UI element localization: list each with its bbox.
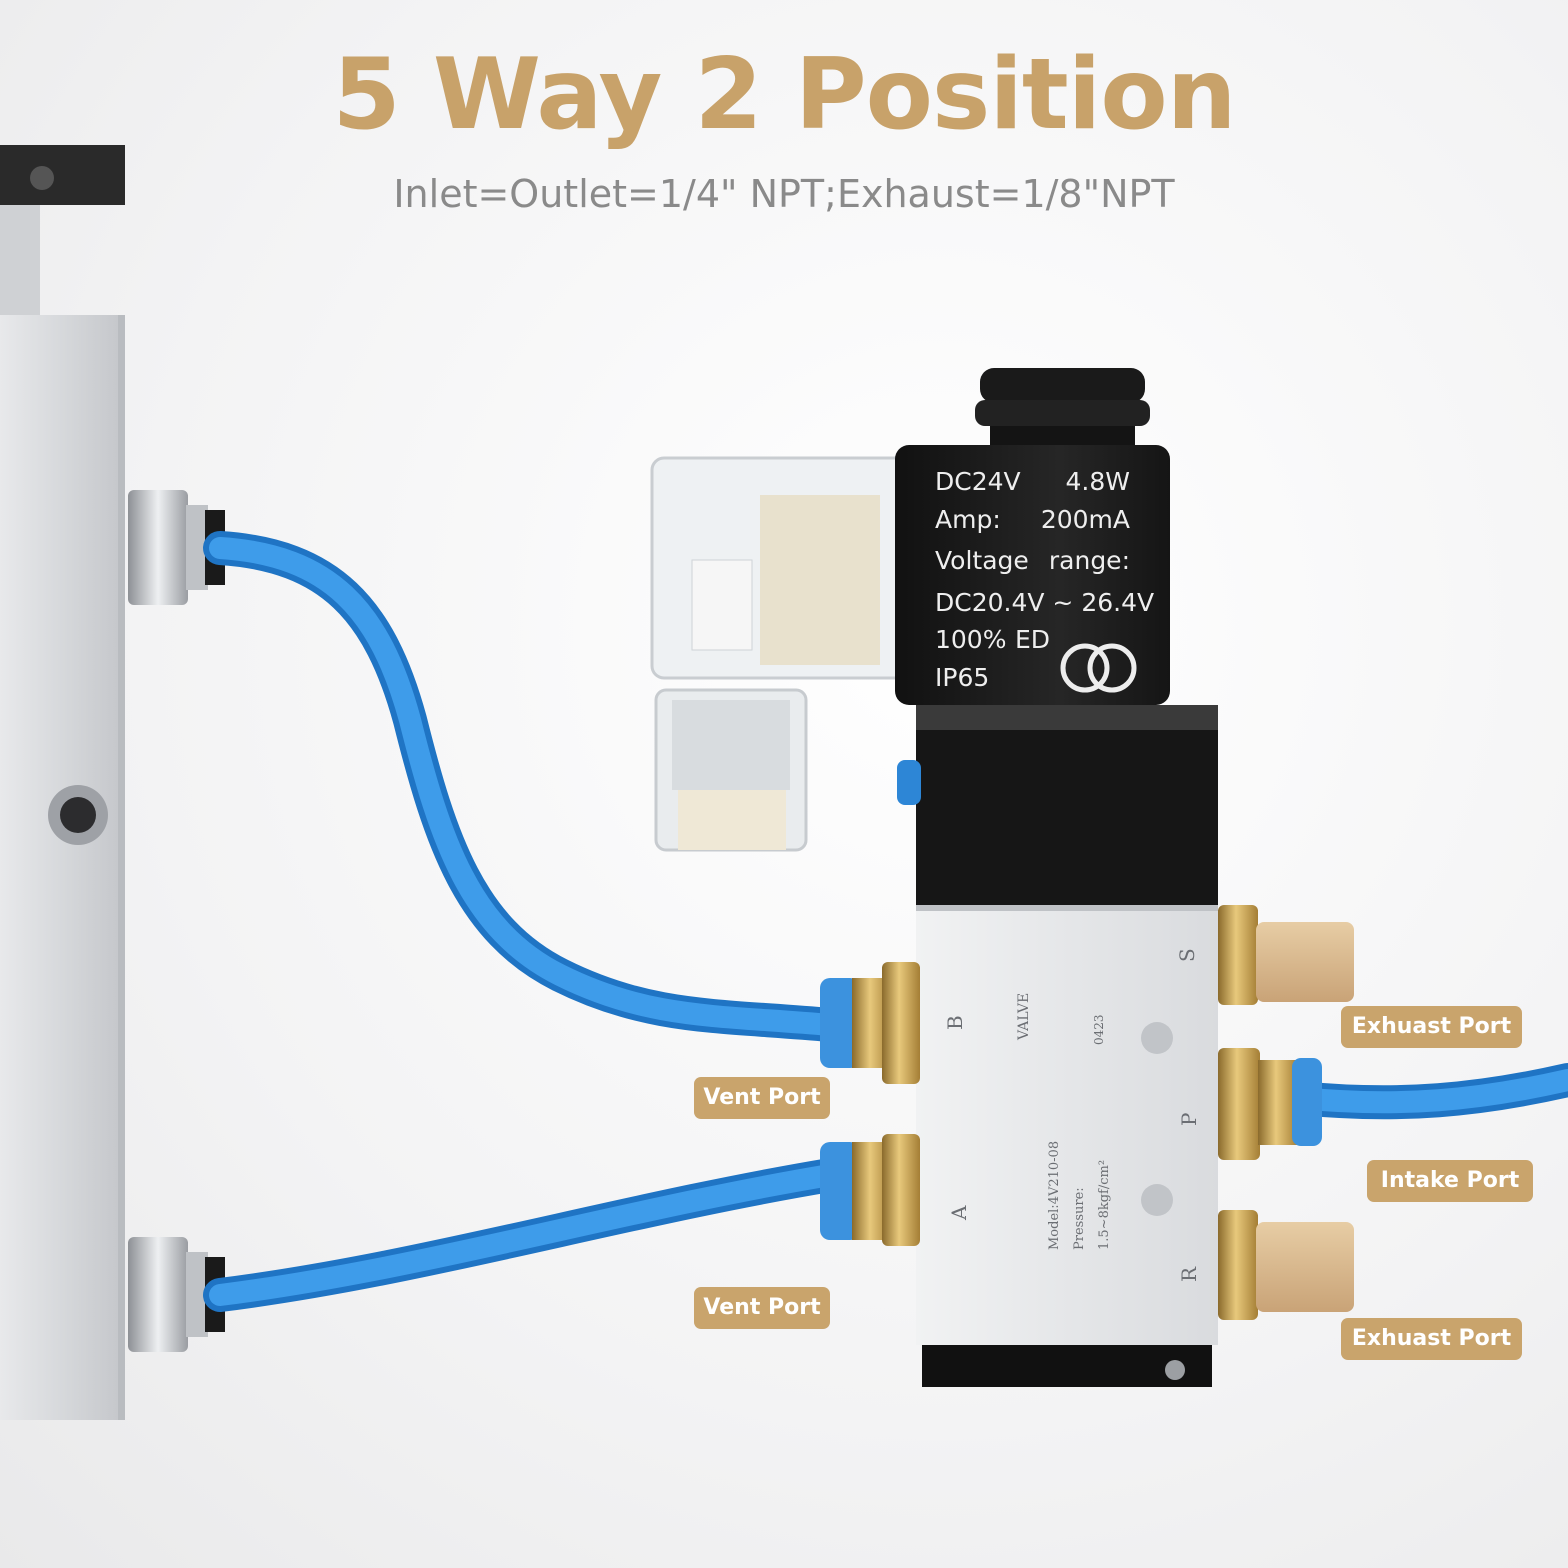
coil-line-6-left: IP65 <box>935 663 989 692</box>
valve-model: Model:4V210-08 <box>1047 1141 1062 1250</box>
exhaust-muffler-bottom <box>1218 1210 1354 1320</box>
valve-end-cap <box>922 1345 1212 1387</box>
label-exhaust-port-bottom: Exhuast Port <box>1341 1318 1522 1360</box>
valve-engraving: VALVE Model:4V210-08 Pressure: 1.5~8kgf/… <box>943 948 1201 1282</box>
coil-line-3-right: range: <box>1049 546 1130 575</box>
ce-mark <box>1060 643 1137 693</box>
coil-line-1-left: DC24V <box>935 467 1021 496</box>
coil-line-3-left: Voltage <box>935 546 1029 575</box>
page-subtitle: Inlet=Outlet=1/4" NPT;Exhaust=1/8"NPT <box>393 172 1175 216</box>
coil-line-5-right: ED <box>1015 625 1050 654</box>
port-letter-s: S <box>1175 948 1199 962</box>
port-letter-p: P <box>1177 1113 1201 1126</box>
valve-body <box>916 905 1218 1345</box>
coil-cap <box>975 368 1150 448</box>
valve-pilot-section <box>916 705 1218 910</box>
port-letter-b: B <box>943 1015 967 1030</box>
port-a-fitting <box>820 1134 920 1246</box>
port-letter-a: A <box>947 1205 971 1221</box>
intake-fitting <box>1218 1048 1322 1160</box>
valve-pressure-label: Pressure: <box>1072 1187 1087 1250</box>
din-connector <box>650 456 916 852</box>
label-vent-port-bottom: Vent Port <box>694 1287 830 1329</box>
port-letter-r: R <box>1177 1266 1201 1282</box>
valve-code: 0423 <box>1092 1014 1106 1045</box>
coil-line-1-right: 4.8W <box>1066 467 1130 496</box>
exhaust-muffler-top <box>1218 905 1354 1005</box>
label-intake-port: Intake Port <box>1367 1160 1533 1202</box>
manual-override-button <box>897 760 921 805</box>
coil-line-5-left: 100% <box>935 625 1006 654</box>
page-title: 5 Way 2 Position <box>332 38 1237 152</box>
label-exhaust-port-top: Exhuast Port <box>1341 1006 1522 1048</box>
coil-label: DC24V 4.8W Amp: 200mA Voltage range: DC2… <box>935 467 1154 692</box>
tubing <box>203 531 1568 1312</box>
valve-pressure-range: 1.5~8kgf/cm² <box>1097 1160 1112 1250</box>
label-vent-port-top: Vent Port <box>694 1077 830 1119</box>
coil-line-2-left: Amp: <box>935 505 1001 534</box>
air-cylinder <box>0 145 225 1420</box>
valve-brand: VALVE <box>1016 993 1032 1041</box>
port-b-fitting <box>820 962 920 1084</box>
solenoid-coil <box>895 445 1170 705</box>
coil-line-4-left: DC20.4V ~ 26.4V <box>935 588 1154 617</box>
coil-line-2-right: 200mA <box>1041 505 1130 534</box>
